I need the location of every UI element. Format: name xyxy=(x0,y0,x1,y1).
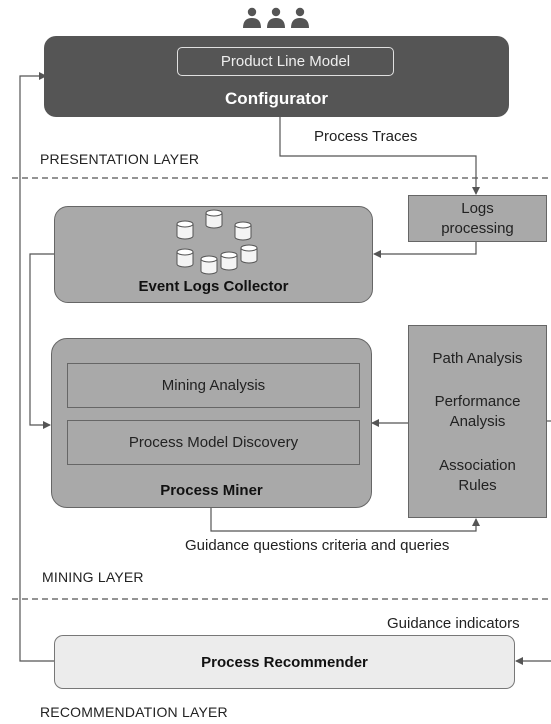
process-traces-label: Process Traces xyxy=(314,128,418,145)
association-rules-label: Association Rules xyxy=(439,457,516,494)
recommendation-layer-label: RECOMMENDATION LAYER xyxy=(40,704,228,720)
process-model-discovery-box[interactable]: Process Model Discovery xyxy=(67,420,360,465)
performance-analysis-label: Performance Analysis xyxy=(434,393,521,430)
configurator-title: Configurator xyxy=(225,89,328,108)
guidance-indicators-label: Guidance indicators xyxy=(387,615,520,632)
analysis-box[interactable]: Path Analysis Performance Analysis Assoc… xyxy=(408,325,547,518)
path-analysis-label: Path Analysis xyxy=(432,350,523,367)
process-traces-arrow xyxy=(279,117,480,195)
database-icon xyxy=(205,209,223,229)
miner-to-analysis-arrow xyxy=(210,508,480,532)
product-line-model-box[interactable]: Product Line Model xyxy=(177,47,394,76)
event-logs-collector-title: Event Logs Collector xyxy=(138,278,289,295)
database-icon xyxy=(240,244,258,264)
users-icon xyxy=(240,5,312,29)
database-icon xyxy=(200,255,218,275)
database-icon xyxy=(176,248,194,268)
logs-processing-box[interactable]: Logs processing xyxy=(408,195,547,242)
process-model-discovery-label: Process Model Discovery xyxy=(128,434,299,451)
mining-analysis-label: Mining Analysis xyxy=(161,377,266,394)
database-icon xyxy=(220,251,238,271)
process-miner-title: Process Miner xyxy=(160,482,263,499)
database-icon xyxy=(234,221,252,241)
logs-processing-label: Logs processing xyxy=(441,199,514,237)
database-icon xyxy=(176,220,194,240)
process-recommender-title: Process Recommender xyxy=(201,653,368,671)
recommender-feedback-arrow xyxy=(19,72,54,662)
mining-layer-label: MINING LAYER xyxy=(42,569,144,585)
collector-to-miner-arrow xyxy=(29,253,54,429)
presentation-layer-label: PRESENTATION LAYER xyxy=(40,151,200,167)
product-line-model-label: Product Line Model xyxy=(220,53,351,70)
logs-to-collector-arrow xyxy=(373,242,477,258)
event-logs-collector-box[interactable]: Event Logs Collector xyxy=(54,206,373,303)
mining-analysis-box[interactable]: Mining Analysis xyxy=(67,363,360,408)
configurator-box[interactable]: Product Line Model Configurator xyxy=(44,36,509,117)
guidance-questions-label: Guidance questions criteria and queries xyxy=(185,537,450,554)
process-miner-box[interactable]: Mining Analysis Process Model Discovery … xyxy=(51,338,372,508)
database-icons xyxy=(173,207,273,277)
process-recommender-box[interactable]: Process Recommender xyxy=(54,635,515,689)
